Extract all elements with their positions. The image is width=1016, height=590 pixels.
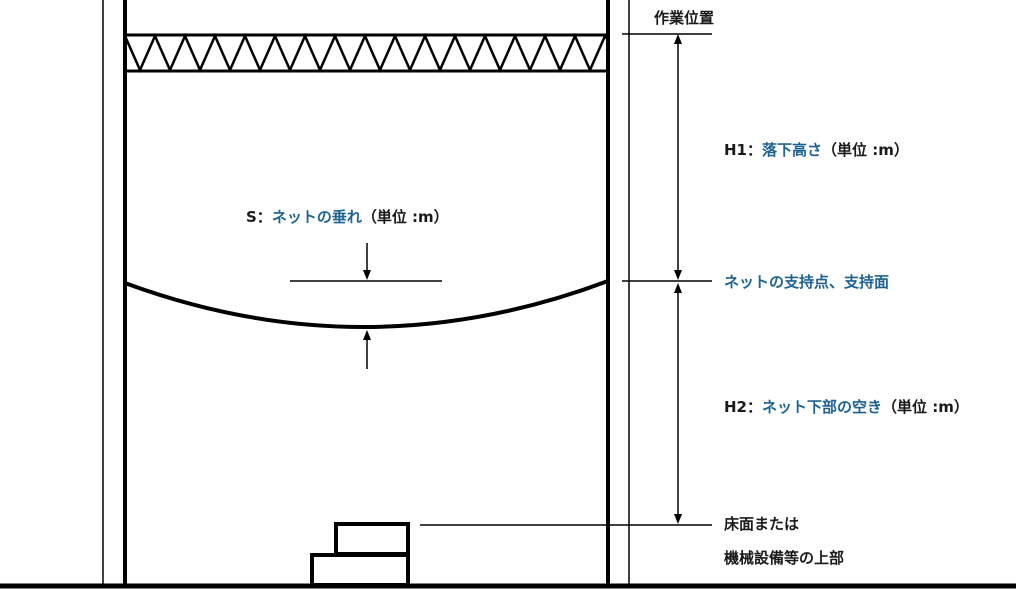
h1-unit: （単位 :m） xyxy=(822,141,909,159)
equipment-lower-box xyxy=(310,553,410,587)
h2-term: ネット下部の空き xyxy=(762,398,883,416)
arrowhead-up-icon xyxy=(674,283,682,293)
h2-label: H2：ネット下部の空き（単位 :m） xyxy=(724,398,969,416)
s-label: S：ネットの垂れ（単位 :m） xyxy=(246,208,449,226)
s-unit: （単位 :m） xyxy=(361,208,449,226)
h1-prefix: H1： xyxy=(724,141,762,159)
equipment-upper-box xyxy=(334,522,410,556)
arrowhead-up-icon xyxy=(363,330,371,340)
safety-net-curve xyxy=(124,279,609,329)
s-term: ネットの垂れ xyxy=(271,208,362,226)
arrowhead-down-icon xyxy=(674,270,682,280)
arrowhead-down-icon xyxy=(363,270,371,280)
arrowhead-down-icon xyxy=(674,514,682,524)
s-prefix: S： xyxy=(246,208,272,226)
h2-unit: （単位 :m） xyxy=(882,398,969,416)
truss-web xyxy=(123,32,609,74)
h1-label: H1：落下高さ（単位 :m） xyxy=(724,141,909,159)
floor-label-line1: 床面または xyxy=(724,515,800,533)
work-position-label: 作業位置 xyxy=(654,9,715,27)
floor-label-line2: 機械設備等の上部 xyxy=(724,549,845,567)
net-support-label: ネットの支持点、支持面 xyxy=(724,273,890,291)
h1-term: 落下高さ xyxy=(762,141,823,159)
h2-prefix: H2： xyxy=(724,398,762,416)
arrowhead-up-icon xyxy=(674,34,682,44)
